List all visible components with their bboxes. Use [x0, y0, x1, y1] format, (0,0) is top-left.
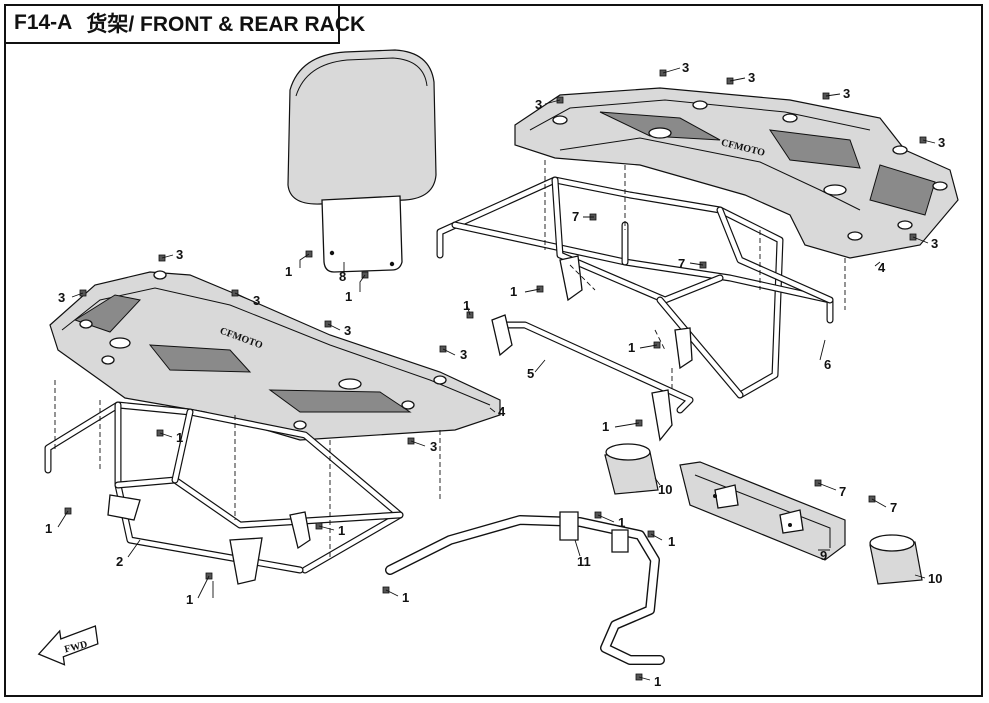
- callout-labels: 3 3 3 3 3 3 4 7 7 1 1 1 1 6 5 1 8 1 3 3 …: [45, 60, 945, 689]
- callout-7: 7: [890, 500, 897, 515]
- rubber-bumper-lower[interactable]: [869, 534, 923, 585]
- callout-3: 3: [843, 86, 850, 101]
- callout-7: 7: [678, 256, 685, 271]
- rear-rack[interactable]: CFMOTO: [514, 87, 959, 259]
- callout-3: 3: [430, 439, 437, 454]
- callout-3: 3: [58, 290, 65, 305]
- callout-5: 5: [527, 366, 534, 381]
- rubber-bumper-upper[interactable]: [604, 443, 659, 495]
- callout-1: 1: [45, 521, 52, 536]
- mounting-bracket[interactable]: [679, 461, 846, 561]
- callout-1: 1: [345, 289, 352, 304]
- callout-11: 11: [577, 554, 591, 569]
- diagram-frame: [4, 4, 983, 697]
- rack-mount-bar[interactable]: [491, 255, 694, 442]
- callout-7: 7: [572, 209, 579, 224]
- callout-3: 3: [682, 60, 689, 75]
- callout-3: 3: [176, 247, 183, 262]
- callout-1: 1: [618, 515, 625, 530]
- callout-1: 1: [402, 590, 409, 605]
- callout-1: 1: [602, 419, 609, 434]
- callout-3: 3: [931, 236, 938, 251]
- callout-2: 2: [116, 554, 123, 569]
- diagram-code: F14-A: [14, 11, 73, 34]
- callout-1: 1: [338, 523, 345, 538]
- grab-handle[interactable]: [385, 511, 665, 665]
- backrest[interactable]: [287, 49, 437, 273]
- callout-leaders: [57, 67, 936, 681]
- callout-3: 3: [253, 293, 260, 308]
- assembly-guides: [54, 160, 846, 560]
- callout-1: 1: [463, 298, 470, 313]
- callout-1: 1: [510, 284, 517, 299]
- callout-3: 3: [535, 97, 542, 112]
- diagram-title: 货架/ FRONT & REAR RACK: [86, 13, 366, 36]
- callout-6: 6: [824, 357, 831, 372]
- callout-1: 1: [654, 674, 661, 689]
- callout-1: 1: [628, 340, 635, 355]
- callout-10: 10: [928, 571, 942, 586]
- callout-3: 3: [938, 135, 945, 150]
- rear-rack-frame[interactable]: [436, 176, 834, 399]
- callout-10: 10: [658, 482, 672, 497]
- callout-9: 9: [820, 548, 827, 563]
- callout-1: 1: [186, 592, 193, 607]
- callout-4: 4: [498, 404, 506, 419]
- callout-1: 1: [668, 534, 675, 549]
- callout-3: 3: [460, 347, 467, 362]
- callout-1: 1: [285, 264, 292, 279]
- callout-7: 7: [839, 484, 846, 499]
- page-title: F14-A 货架/ FRONT & REAR RACK: [4, 4, 365, 44]
- callout-3: 3: [748, 70, 755, 85]
- callout-3: 3: [344, 323, 351, 338]
- forward-direction-arrow: FWD: [37, 625, 99, 666]
- callout-8: 8: [339, 269, 346, 284]
- front-rack-frame[interactable]: [44, 401, 404, 585]
- fwd-label: FWD: [63, 639, 88, 655]
- callout-4: 4: [878, 260, 886, 275]
- front-rack[interactable]: CFMOTO: [49, 270, 501, 441]
- callout-1: 1: [176, 430, 183, 445]
